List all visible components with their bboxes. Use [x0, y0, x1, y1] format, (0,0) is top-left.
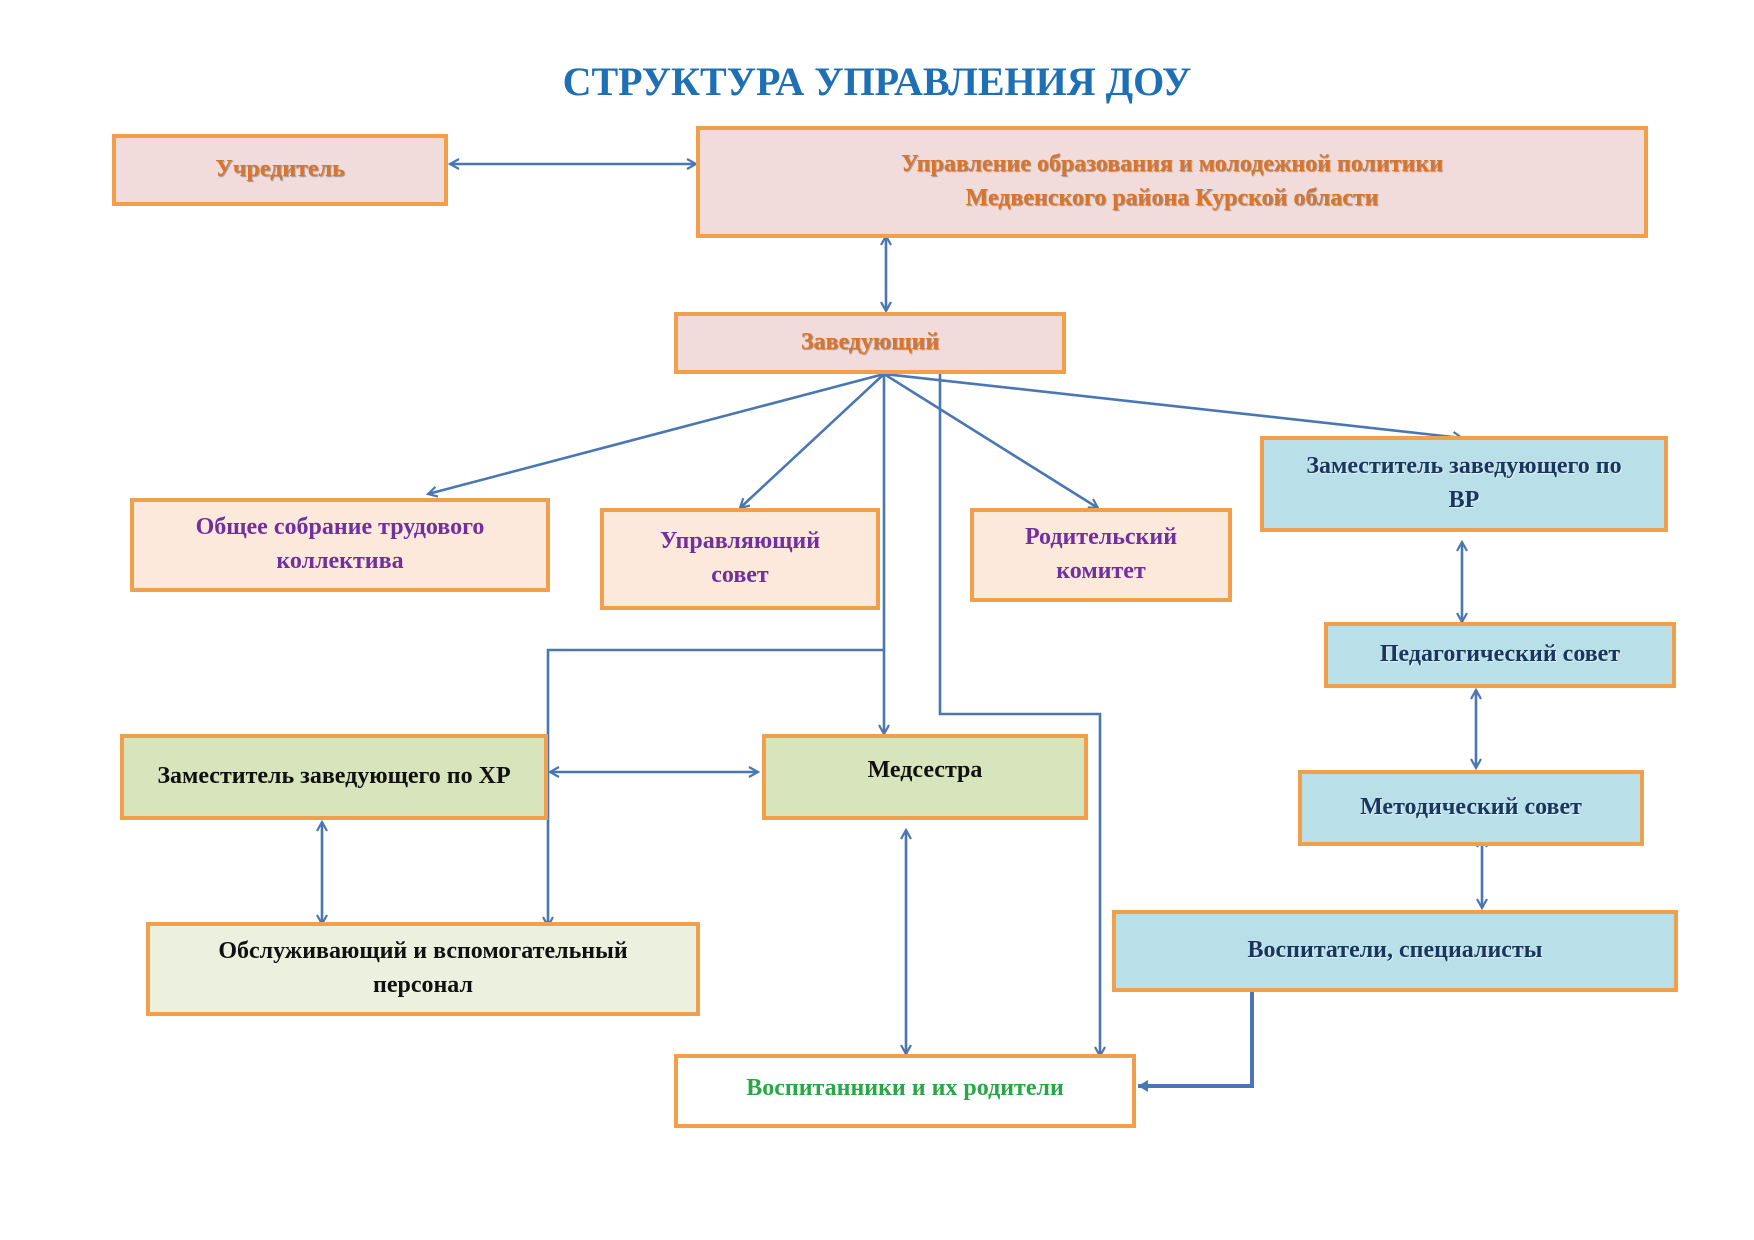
founder-box: Учредитель — [112, 134, 448, 206]
founder-label: Учредитель — [215, 156, 345, 183]
link-head-general-meeting — [428, 372, 885, 494]
educators-box: Воспитатели, специалисты — [1112, 910, 1678, 992]
managing-council-box: Управляющий совет — [600, 508, 880, 610]
head-label: Заведующий — [800, 329, 940, 356]
support-staff-label: Обслуживающий и вспомогательный персонал — [218, 938, 628, 998]
link-educators-pupils — [1138, 986, 1370, 1092]
link-head-managing-council — [740, 373, 885, 508]
department-box: Управление образования и молодежной поли… — [696, 126, 1648, 238]
deputy-admin-box: Заместитель заведующего по ХР — [120, 734, 548, 820]
support-staff-box: Обслуживающий и вспомогательный персонал — [146, 922, 700, 1016]
general-meeting-label: Общее собрание трудового коллектива — [195, 514, 485, 574]
department-label-line2: Медвенского района Курской области — [965, 185, 1379, 211]
methodical-council-label: Методический совет — [1360, 794, 1582, 821]
head-box: Заведующий — [674, 312, 1066, 374]
parent-committee-box: Родительский комитет — [970, 508, 1232, 602]
nurse-box: Медсестра — [762, 734, 1088, 820]
page-title: СТРУКТУРА УПРАВЛЕНИЯ ДОУ — [562, 59, 1192, 104]
methodical-council-box: Методический совет — [1298, 770, 1644, 846]
pupils-parents-label: Воспитанники и их родители — [746, 1075, 1064, 1101]
parent-committee-label: Родительский комитет — [1024, 524, 1178, 584]
link-head-deputy-edu — [883, 372, 1462, 438]
deputy-admin-label: Заместитель заведующего по ХР — [157, 763, 511, 790]
link-head-support-staff — [548, 648, 884, 926]
link-head-pupils — [938, 374, 1100, 1056]
pedagogical-council-label: Педагогический совет — [1379, 641, 1621, 668]
department-label-line1: Управление образования и молодежной поли… — [901, 151, 1443, 178]
nurse-label: Медсестра — [867, 757, 983, 783]
educators-label: Воспитатели, специалисты — [1247, 937, 1543, 964]
deputy-edu-label: Заместитель заведующего по ВР — [1306, 453, 1622, 513]
managing-council-label: Управляющий совет — [659, 528, 821, 588]
deputy-edu-box: Заместитель заведующего по ВР — [1260, 436, 1668, 532]
link-head-parent-committee — [883, 372, 1098, 508]
general-meeting-box: Общее собрание трудового коллектива — [130, 498, 550, 592]
pedagogical-council-box: Педагогический совет — [1324, 622, 1676, 688]
pupils-parents-box: Воспитанники и их родители — [674, 1054, 1136, 1128]
